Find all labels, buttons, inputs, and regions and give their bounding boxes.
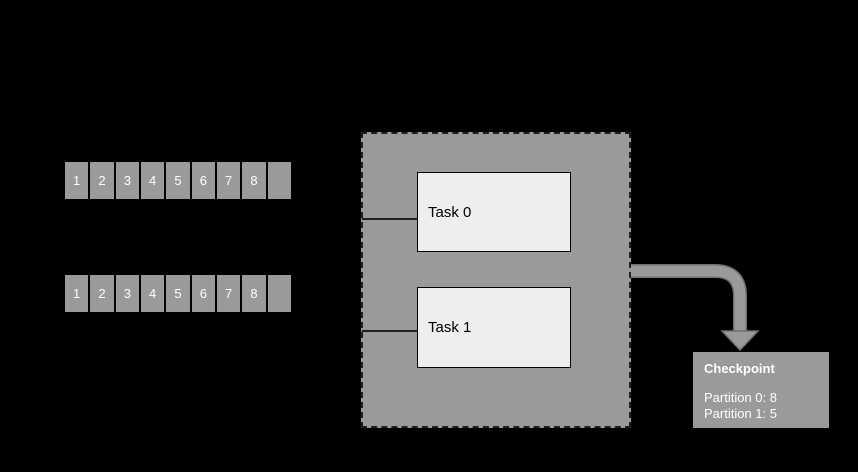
task-1-connector-line xyxy=(362,330,418,332)
partition-1-cell: 3 xyxy=(115,275,139,312)
partition-0-row: 1 2 3 4 5 6 7 8 xyxy=(65,162,291,199)
partition-1-cell: 1 xyxy=(65,275,89,312)
task-0-label: Task 0 xyxy=(428,203,472,221)
partition-0-cell: 6 xyxy=(191,162,215,199)
checkpoint-box: Checkpoint Partition 0: 8 Partition 1: 5 xyxy=(693,352,829,428)
task-0-box: Task 0 xyxy=(417,172,571,252)
partition-1-cell: 5 xyxy=(166,275,190,312)
partition-1-cell-empty xyxy=(267,275,291,312)
partition-0-cell: 8 xyxy=(242,162,266,199)
checkpoint-title: Checkpoint xyxy=(704,361,775,376)
checkpoint-partition-1-offset: Partition 1: 5 xyxy=(704,406,777,421)
partition-0-cell: 2 xyxy=(90,162,114,199)
partition-0-cell: 3 xyxy=(115,162,139,199)
partition-0-cell: 4 xyxy=(141,162,165,199)
partition-1-cell: 6 xyxy=(191,275,215,312)
checkpoint-arrow-icon xyxy=(631,264,760,352)
partition-0-cell: 1 xyxy=(65,162,89,199)
checkpoint-partition-0-offset: Partition 0: 8 xyxy=(704,390,777,405)
partition-0-cell: 7 xyxy=(217,162,241,199)
partition-0-cell-empty xyxy=(267,162,291,199)
partition-1-cell: 7 xyxy=(217,275,241,312)
task-1-box: Task 1 xyxy=(417,287,571,368)
partition-1-cell: 2 xyxy=(90,275,114,312)
partition-1-cell: 8 xyxy=(242,275,266,312)
partition-1-row: 1 2 3 4 5 6 7 8 xyxy=(65,275,291,312)
task-0-connector-line xyxy=(362,218,418,220)
partition-1-cell: 4 xyxy=(141,275,165,312)
task-1-label: Task 1 xyxy=(428,319,472,336)
partition-0-cell: 5 xyxy=(166,162,190,199)
